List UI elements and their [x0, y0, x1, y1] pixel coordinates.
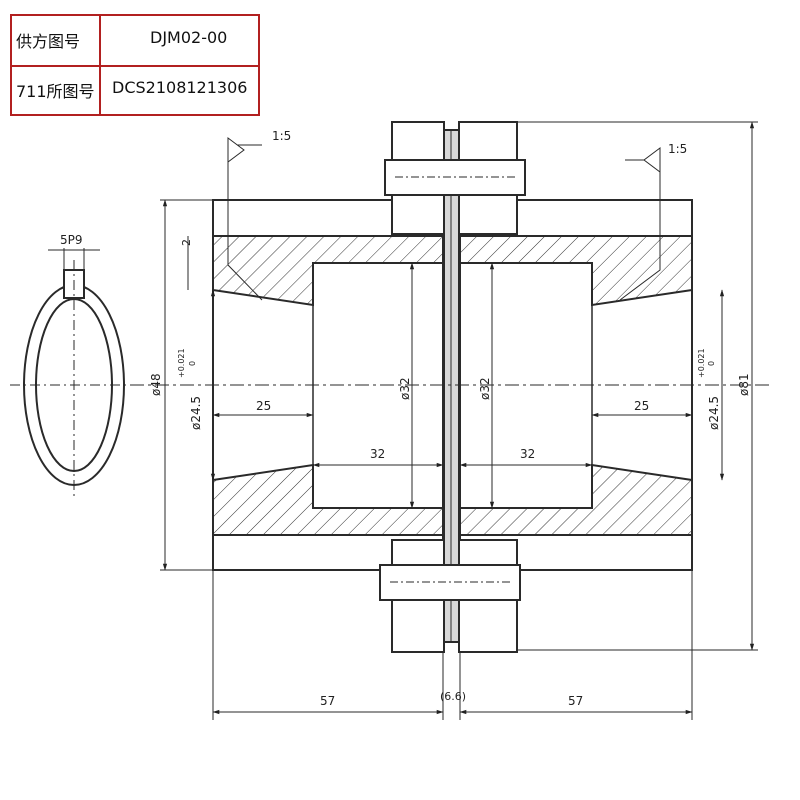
len-total-right-label: 57: [568, 694, 583, 708]
dimension-lines: [160, 121, 758, 720]
keyway-section-view: [10, 248, 140, 500]
taper-right-label: 1:5: [668, 142, 687, 156]
len-taper-right-label: 25: [634, 399, 649, 413]
dia-inner-right-label: ø32: [478, 377, 492, 400]
left-hub-top-section: [212, 235, 444, 307]
title-row-institute: 711所图号 DCS2108121306: [12, 66, 258, 115]
dia-inner-left-label: ø32: [398, 377, 412, 400]
right-hub-top-section: [459, 235, 693, 307]
taper-left-label: 1:5: [272, 129, 291, 143]
len-total-left-label: 57: [320, 694, 335, 708]
tol-upper-left: +0.021: [177, 348, 186, 378]
institute-drawing-label: 711所图号: [16, 82, 95, 101]
tol-upper-right: +0.021: [697, 348, 706, 378]
supplier-drawing-number: DJM02-00: [150, 28, 228, 47]
dia-bore-right-label: ø24.5: [707, 396, 721, 430]
len-gap-label: (6.6): [440, 690, 466, 703]
coupling-body: [130, 121, 770, 653]
len-taper-left-label: 25: [256, 399, 271, 413]
title-block: 供方图号 DJM02-00 711所图号 DCS2108121306: [10, 14, 260, 116]
supplier-drawing-label: 供方图号: [16, 32, 81, 51]
tol-lower-right: 0: [707, 361, 716, 366]
dia-flange-label: ø81: [737, 373, 751, 396]
tol-lower-left: 0: [188, 361, 197, 366]
dia-hub-label: ø48: [149, 373, 163, 396]
right-hub-bottom-section: [459, 463, 693, 536]
title-row-supplier: 供方图号 DJM02-00: [12, 16, 258, 67]
len-inner-right-label: 32: [520, 447, 535, 461]
dia-bore-left-label: ø24.5: [189, 396, 203, 430]
groove-label: 2: [180, 239, 193, 246]
len-inner-left-label: 32: [370, 447, 385, 461]
institute-drawing-number: DCS2108121306: [112, 78, 248, 97]
left-hub-bottom-section: [212, 463, 444, 536]
keyway-label: 5P9: [60, 233, 83, 247]
